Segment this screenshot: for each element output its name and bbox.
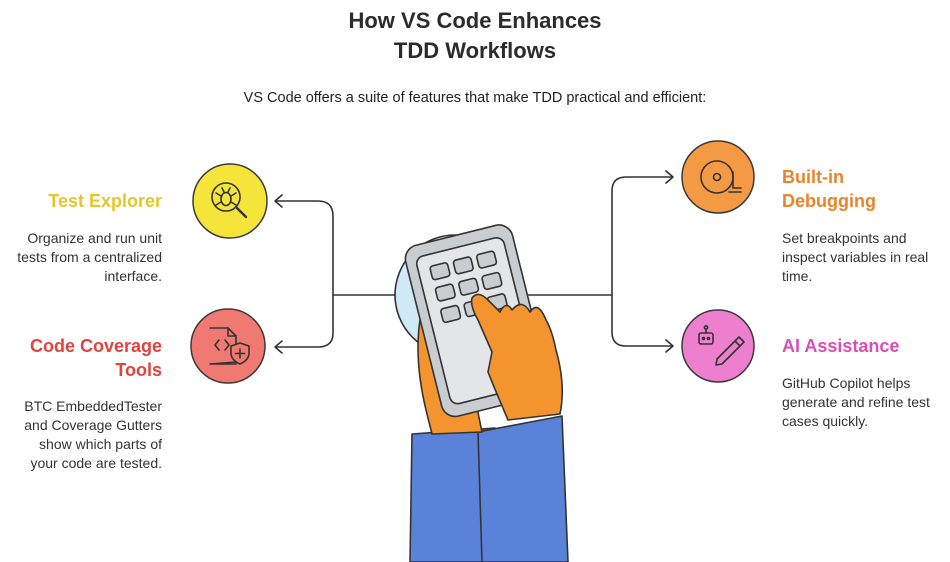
connector-ai-assistance xyxy=(611,295,673,347)
test-explorer-title: Test Explorer xyxy=(48,191,162,211)
desc-line: your code are tested. xyxy=(30,455,162,471)
title-line-2: TDD Workflows xyxy=(393,38,557,63)
code-coverage-description: BTC EmbeddedTester and Coverage Gutters … xyxy=(10,397,162,473)
bug-search-icon xyxy=(211,182,248,219)
desc-line: cases quickly. xyxy=(782,413,869,429)
desc-line: Set breakpoints and xyxy=(782,230,907,246)
connector-debugging xyxy=(512,176,673,296)
arrowhead-ai-assistance xyxy=(665,339,674,353)
desc-line: and Coverage Gutters xyxy=(24,417,162,433)
code-coverage-circle xyxy=(190,308,266,384)
desc-line: Organize and run unit xyxy=(27,230,162,246)
desc-line: show which parts of xyxy=(39,436,162,452)
robot-pencil-icon xyxy=(698,325,745,366)
code-file-shield-icon xyxy=(209,327,250,365)
debugging-title: Built-in Debugging xyxy=(782,165,942,213)
title-line: Debugging xyxy=(782,191,876,211)
desc-line: inspect variables in real xyxy=(782,249,929,265)
arrowhead-debugging xyxy=(665,170,674,184)
connector-code-coverage xyxy=(275,295,334,348)
ai-assistance-description: GitHub Copilot helps generate and refine… xyxy=(782,374,947,431)
debugging-description: Set breakpoints and inspect variables in… xyxy=(782,229,947,286)
hands-holding-phone-icon xyxy=(394,224,569,562)
test-explorer-circle xyxy=(192,163,268,239)
subtitle: VS Code offers a suite of features that … xyxy=(243,90,707,106)
desc-line: time. xyxy=(782,268,813,284)
ai-assistance-title: AI Assistance xyxy=(782,336,900,356)
connector-lines xyxy=(275,176,673,348)
arrowhead-test-explorer xyxy=(274,194,283,208)
desc-line: GitHub Copilot helps xyxy=(782,375,911,391)
title-line: Built-in xyxy=(782,167,844,187)
desc-line: BTC EmbeddedTester xyxy=(24,398,162,414)
title-line: Code Coverage xyxy=(29,336,162,356)
code-coverage-title: Code Coverage Tools xyxy=(10,334,162,382)
title-line: Tools xyxy=(115,360,162,380)
desc-line: generate and refine test xyxy=(782,394,930,410)
debugging-circle xyxy=(681,140,755,214)
ai-assistance-circle xyxy=(681,309,755,383)
connector-test-explorer xyxy=(275,200,395,296)
test-explorer-description: Organize and run unit tests from a centr… xyxy=(10,229,162,286)
title-line-1: How VS Code Enhances xyxy=(348,8,602,33)
desc-line: interface. xyxy=(104,268,162,284)
arrowhead-code-coverage xyxy=(274,340,283,354)
disc-icon xyxy=(700,160,742,194)
page-title: How VS Code Enhances TDD Workflows xyxy=(0,6,950,66)
desc-line: tests from a centralized xyxy=(17,249,162,265)
